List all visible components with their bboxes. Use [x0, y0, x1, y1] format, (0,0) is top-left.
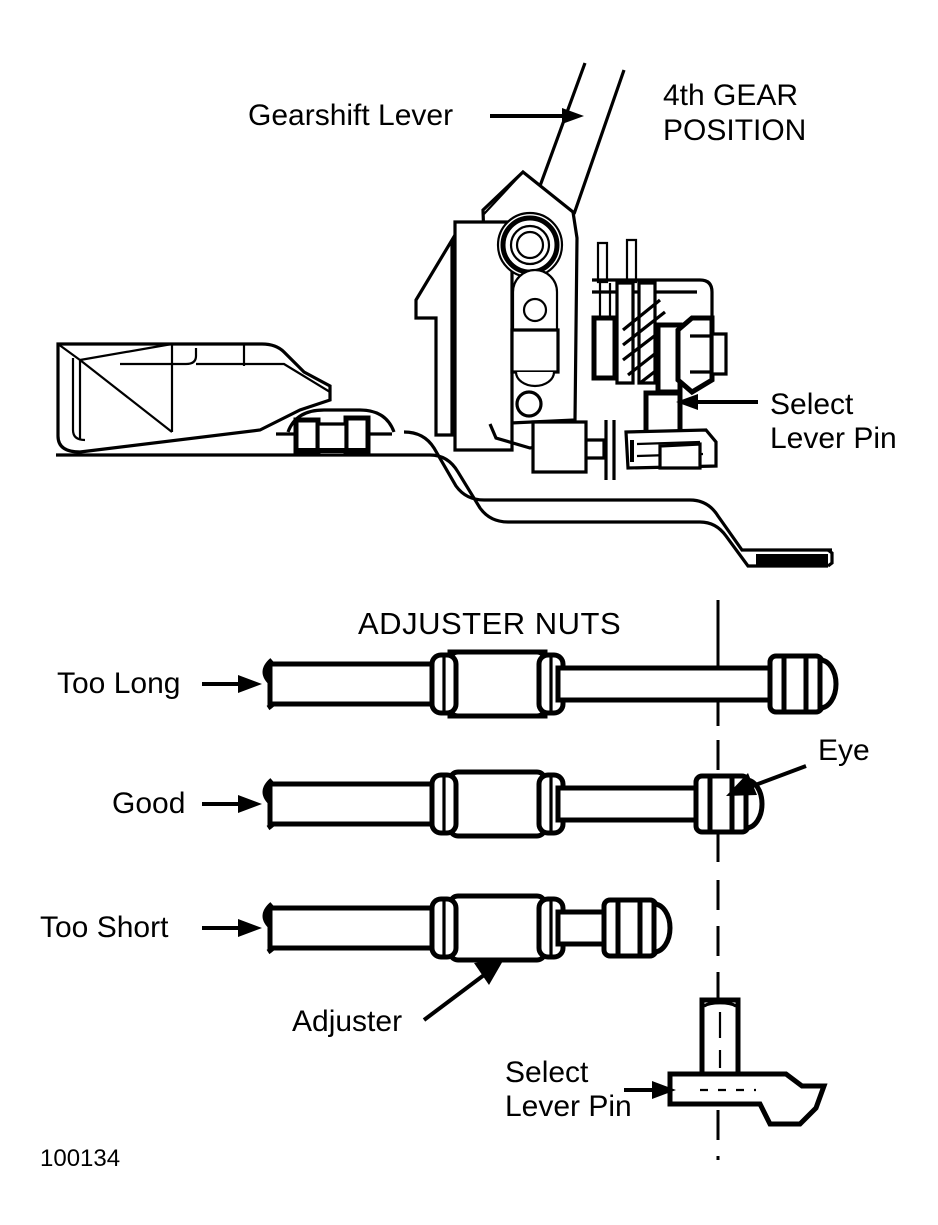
select-lever-pin-callout-upper: Select Lever Pin	[676, 388, 897, 455]
figure-id-number: 100134	[40, 1145, 120, 1172]
adjuster-callout: Adjuster	[292, 959, 504, 1038]
select-lever-pin-detail: Select Lever Pin	[505, 997, 828, 1127]
select-lever-pin-detail-label-line2: Lever Pin	[505, 1090, 632, 1123]
select-lever-pin-upper-arrowhead	[676, 394, 698, 410]
left-mount-bracket	[56, 342, 332, 454]
rod-good-arrowhead	[238, 795, 262, 813]
adjuster-arrowhead	[474, 959, 504, 985]
rod-assembly-good: Good	[112, 769, 765, 839]
adjuster-label: Adjuster	[292, 1005, 402, 1038]
rod-label-too-short: Too Short	[40, 911, 169, 944]
pivot-bearing	[496, 211, 564, 279]
select-shaft-assembly	[591, 238, 728, 438]
rod-eye-too-long	[767, 653, 839, 715]
rod-label-good: Good	[112, 787, 185, 820]
rod-label-too-long: Too Long	[57, 667, 180, 700]
upper-assembly-view: Gearshift Lever 4th GEAR POSITION Select…	[56, 62, 897, 568]
shift-bracket-shelf	[624, 428, 718, 470]
rod-assembly-too-short: Too Short	[40, 893, 673, 963]
gearshift-lever-shaft	[538, 62, 626, 215]
eye-arrowhead	[726, 773, 757, 796]
rod-assembly-too-long: Too Long	[57, 649, 839, 719]
rod-too-short-arrowhead	[238, 919, 262, 937]
rod-eye-too-short	[601, 897, 673, 959]
eye-callout: Eye	[726, 734, 870, 796]
adjuster-body-too-short	[447, 893, 548, 963]
gear-position-label-line1: 4th GEAR	[663, 79, 798, 112]
adjuster-body-good	[447, 769, 548, 839]
rod-too-long-arrowhead	[238, 675, 262, 693]
linkage-clevis	[276, 408, 396, 455]
shift-housing-body	[414, 220, 514, 452]
housing-lower-box	[531, 420, 616, 480]
shifter-base-rail	[56, 430, 834, 568]
rod-eye-good	[693, 773, 765, 835]
gearshift-lever-callout: Gearshift Lever	[248, 99, 584, 132]
adjuster-comparison-view: ADJUSTER NUTS	[40, 600, 870, 1160]
gear-position-label-line2: POSITION	[663, 114, 806, 147]
select-lever-pin-upper	[643, 390, 683, 438]
gearshift-lever-label: Gearshift Lever	[248, 99, 453, 132]
lower-pivot-hole	[515, 390, 543, 418]
eye-label: Eye	[818, 734, 870, 767]
gear-position-callout: 4th GEAR POSITION	[663, 79, 806, 147]
select-lever-pin-detail-arrowhead	[652, 1081, 676, 1099]
gearshift-lever-arrowhead	[562, 108, 584, 124]
adjuster-hex-nut	[675, 315, 728, 396]
select-lever-pin-detail-label-line1: Select	[505, 1056, 589, 1089]
select-lever-pin-upper-label-line2: Lever Pin	[770, 422, 897, 455]
adjuster-nut-pair-good	[429, 772, 566, 836]
adjuster-nuts-heading: ADJUSTER NUTS	[358, 606, 621, 641]
lever-slot-detail	[510, 268, 560, 388]
select-lever-pin-upper-label-line1: Select	[770, 388, 854, 421]
